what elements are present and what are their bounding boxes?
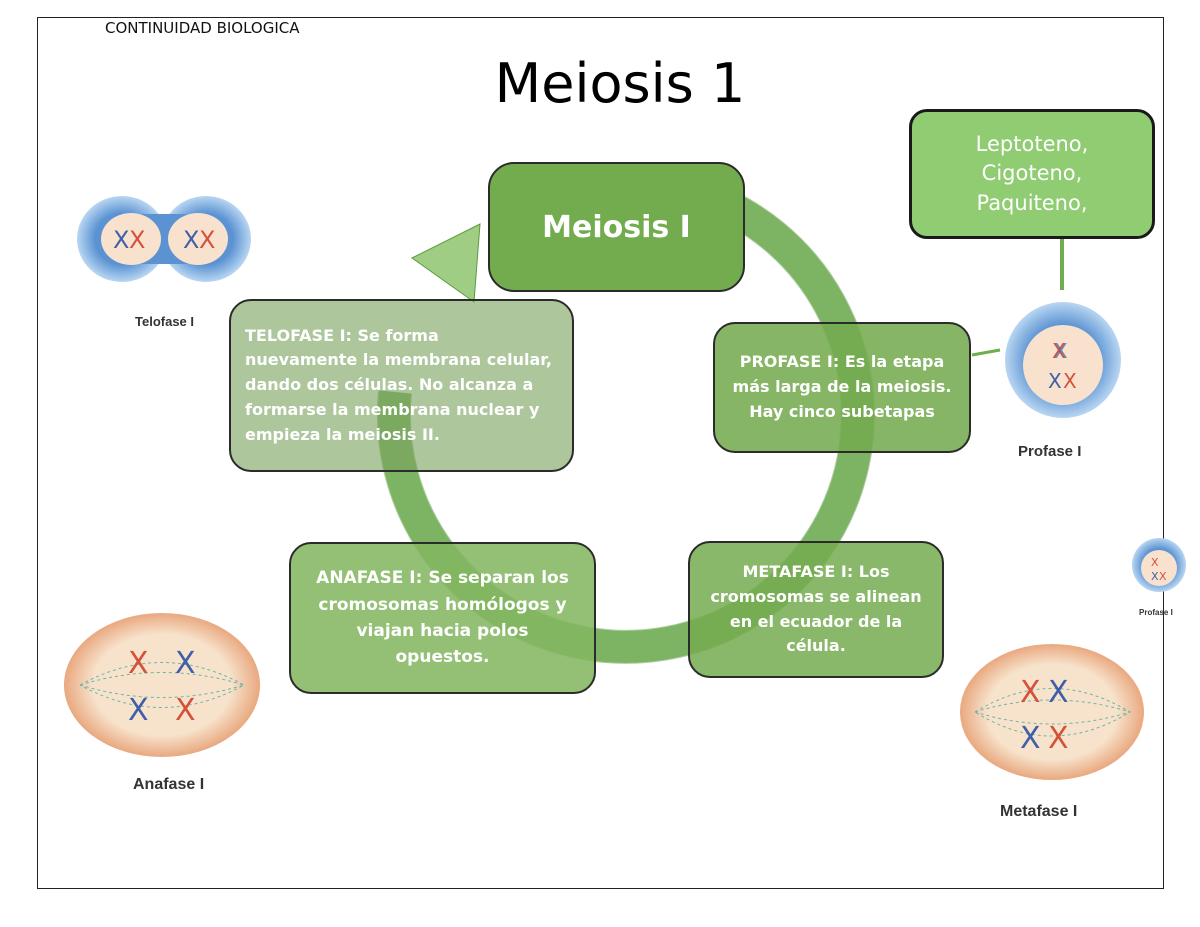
profase-cell-image: X X X X xyxy=(1005,302,1121,418)
svg-text:X: X xyxy=(1159,570,1167,583)
profase-small-cell-image: X X X xyxy=(1132,538,1186,592)
header-subject: CONTINUIDAD BIOLOGICA xyxy=(105,19,300,37)
meiosis-center-box: Meiosis I xyxy=(488,162,745,292)
telofase-cell-label: Telofase I xyxy=(135,314,195,329)
svg-text:X: X xyxy=(1020,675,1041,710)
svg-text:X: X xyxy=(129,226,145,254)
svg-text:X: X xyxy=(128,646,149,681)
anafase-cell-label: Anafase I xyxy=(133,776,205,793)
profase-cell-label: Profase I xyxy=(1018,443,1082,460)
svg-text:X: X xyxy=(1020,721,1041,756)
stage-box-anafase: ANAFASE I: Se separan los cromosomas hom… xyxy=(289,542,596,694)
anafase-cell-image: X X X X xyxy=(64,613,260,757)
svg-text:X: X xyxy=(113,226,129,254)
profase-small-cell-label: Profase I xyxy=(1139,608,1173,617)
svg-text:X: X xyxy=(1048,369,1062,393)
metafase-cell-image: X X X X xyxy=(960,644,1144,780)
metafase-cell-label: Metafase I xyxy=(1000,803,1078,820)
telofase-cell-image: X X X X xyxy=(77,196,251,282)
svg-text:X: X xyxy=(1048,675,1069,710)
svg-text:X: X xyxy=(1063,369,1077,393)
svg-text:X: X xyxy=(175,693,196,728)
svg-text:X: X xyxy=(1054,339,1068,363)
stage-box-profase: PROFASE I: Es la etapa más larga de la m… xyxy=(713,322,971,453)
svg-text:X: X xyxy=(1048,721,1069,756)
stage-box-telofase: TELOFASE I: Se forma nuevamente la membr… xyxy=(229,299,574,472)
subphases-box: Leptoteno, Cigoteno, Paquiteno, xyxy=(909,109,1155,239)
subphase-item: Cigoteno, xyxy=(981,161,1083,186)
svg-text:X: X xyxy=(199,226,215,254)
svg-text:X: X xyxy=(1052,339,1066,363)
subphase-item: Leptoteno, xyxy=(975,131,1089,156)
svg-text:X: X xyxy=(1151,556,1159,569)
svg-text:X: X xyxy=(183,226,199,254)
svg-text:X: X xyxy=(175,646,196,681)
svg-text:X: X xyxy=(1151,570,1159,583)
svg-text:X: X xyxy=(128,693,149,728)
page-frame xyxy=(37,17,1164,889)
page-title: Meiosis 1 xyxy=(494,52,746,115)
subphase-item: Paquiteno, xyxy=(976,190,1088,215)
stage-box-metafase: METAFASE I: Los cromosomas se alinean en… xyxy=(688,541,944,678)
